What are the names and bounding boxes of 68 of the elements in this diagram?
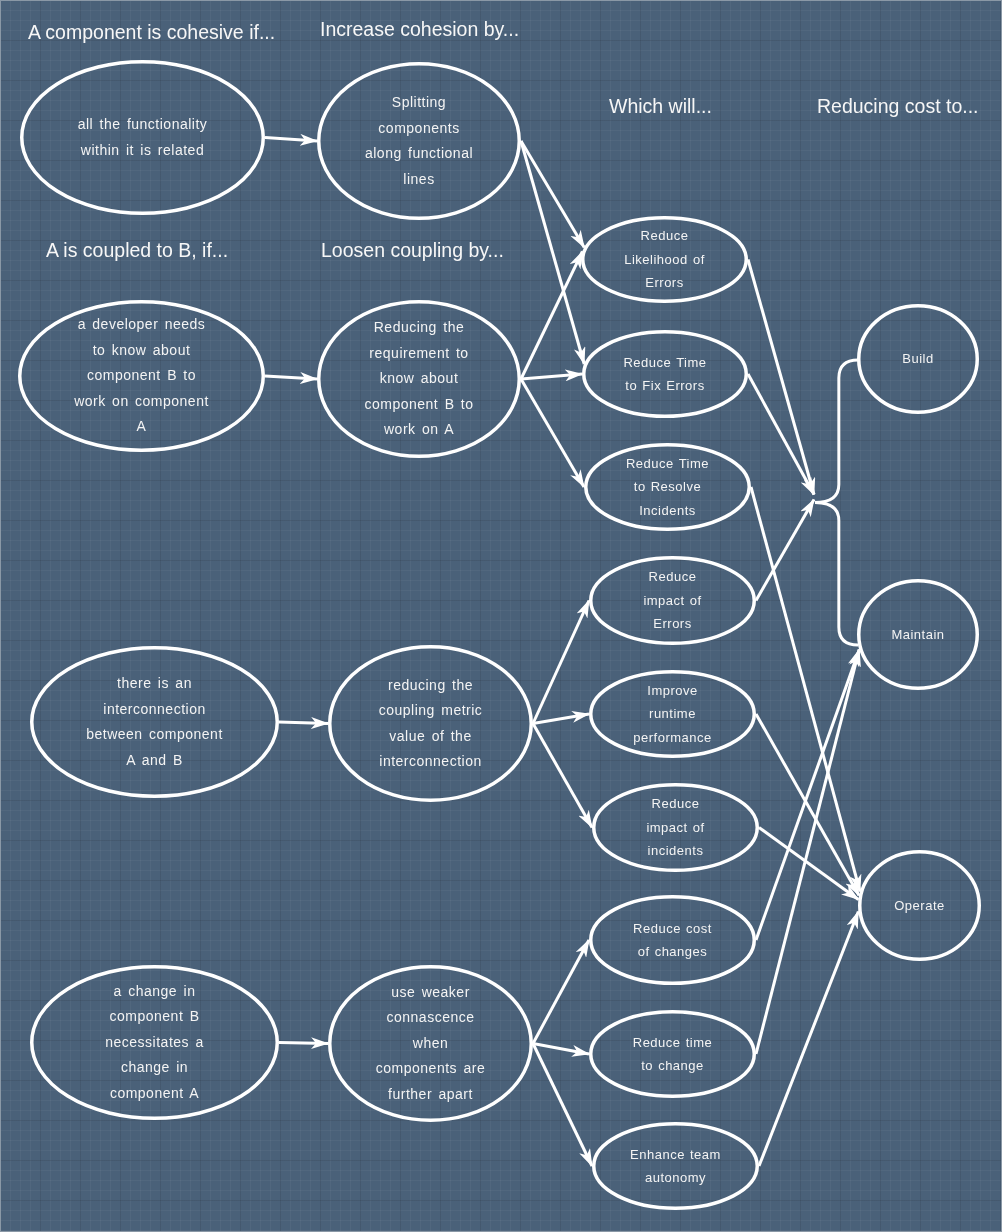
arrow [264,133,318,146]
ellipse-node [328,965,533,1122]
column-heading: Increase cohesion by... [320,17,520,41]
ellipse-node [30,646,279,798]
arrow [531,722,594,829]
arrow [749,486,862,893]
curly-brace [813,358,860,647]
node-text: a change in component B necessitates a change in component A [104,981,205,1103]
arrow [754,648,861,1055]
node-text: all the functionality within it is related [76,115,209,160]
ellipse-node [317,300,521,458]
arrow [519,140,586,365]
node-text: Maintain [890,625,946,644]
ellipse-node [18,300,265,452]
ellipse-node [581,216,748,303]
node-text: reducing the coupling metric value of the interconnection [377,675,484,771]
ellipse-node [589,1010,756,1098]
column-heading: Which will... [609,94,712,118]
ellipse-node [317,62,521,220]
column-heading: Reducing cost to... [817,94,979,118]
arrow [746,373,816,496]
ellipse-node [592,783,759,872]
node-text: Reduce cost of changes [632,919,713,961]
column-heading: A component is cohesive if... [28,20,276,44]
circle-node [858,850,981,961]
circle-node [857,579,979,690]
ellipse-node [589,895,756,985]
ellipse-node [582,330,748,418]
arrow [758,826,860,901]
node-text: use weaker connascence when components are further apart [374,982,487,1104]
arrow [532,710,590,725]
arrow [757,910,860,1167]
node-text: a developer needs to know about component B to work on component A [73,315,210,437]
node-text: there is an interconnection between component A and B [85,674,224,770]
arrow [278,1037,329,1050]
ellipse-node [589,556,756,645]
ellipse-node [30,965,279,1120]
arrow [520,369,583,382]
arrow [278,717,329,729]
arrow [754,498,816,602]
node-text: Reduce Likelihood of Errors [623,227,706,293]
node-text: Reduce Time to Fix Errors [622,353,708,395]
ellipse-node [328,645,533,802]
arrow [264,372,318,384]
circle-node [857,304,979,414]
ellipse-node [20,60,265,215]
ellipse-node [589,670,756,758]
node-text: Reduce time to change [631,1033,714,1075]
node-text: Reduce Time to Resolve Incidents [624,454,711,520]
arrow [531,599,591,725]
arrow [519,378,586,488]
node-text: Build [901,350,935,369]
ellipse-node [584,443,751,531]
arrow [531,1042,594,1167]
arrow [531,939,591,1045]
arrow [532,1042,590,1057]
column-heading: A is coupled to B, if... [46,238,229,262]
arrow [519,250,584,380]
node-text: Reduce impact of incidents [645,795,706,861]
node-text: Operate [893,896,946,915]
node-text: Splitting components along functional lines [363,93,475,189]
ellipse-node [592,1122,759,1210]
arrow [754,713,861,897]
column-heading: Loosen coupling by... [321,238,504,262]
node-text: Reduce impact of Errors [642,568,703,634]
node-text: Enhance team autonomy [629,1145,722,1187]
node-text: Reducing the requirement to know about component B to work on A [363,318,475,440]
node-text: Improve runtime performance [632,681,713,747]
